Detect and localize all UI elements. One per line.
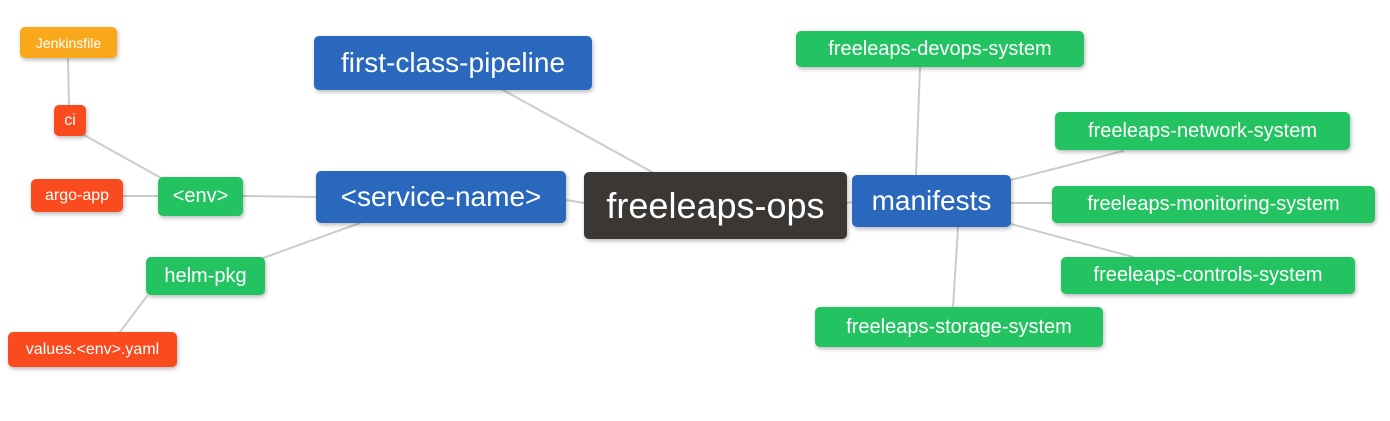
node-label: freeleaps-monitoring-system [1087, 193, 1340, 215]
edge-env-to-service-name [242, 195, 317, 198]
node-label: freeleaps-ops [606, 184, 825, 226]
node-label: values.<env>.yaml [25, 340, 160, 358]
edge-freeleaps-ops-to-manifests [846, 201, 853, 204]
edge-manifests-to-freeleaps-network-system [1010, 150, 1124, 181]
edge-manifests-to-freeleaps-storage-system [952, 226, 959, 308]
node-label: <env> [172, 185, 229, 207]
edge-values-env-yaml-to-helm-pkg [119, 295, 148, 333]
node-label: freeleaps-storage-system [846, 315, 1072, 338]
mindmap-node-ci[interactable]: ci [54, 105, 86, 136]
edge-manifests-to-freeleaps-controls-system [1010, 223, 1134, 258]
mindmap-node-freeleaps-ops[interactable]: freeleaps-ops [584, 172, 847, 239]
mindmap-node-freeleaps-network-system[interactable]: freeleaps-network-system [1055, 112, 1350, 150]
mindmap-node-freeleaps-storage-system[interactable]: freeleaps-storage-system [815, 307, 1103, 347]
mindmap-node-freeleaps-devops-system[interactable]: freeleaps-devops-system [796, 31, 1084, 67]
mindmap-node-first-class-pipeline[interactable]: first-class-pipeline [314, 36, 592, 90]
node-label: argo-app [44, 186, 110, 204]
node-label: helm-pkg [164, 264, 247, 287]
node-label: Jenkinsfile [35, 34, 102, 51]
mindmap-node-jenkinsfile[interactable]: Jenkinsfile [20, 27, 117, 58]
edge-helm-pkg-to-service-name [262, 222, 361, 259]
edge-first-class-pipeline-to-freeleaps-ops [502, 89, 653, 173]
edge-ci-to-env [83, 134, 162, 179]
mindmap-node-manifests[interactable]: manifests [852, 175, 1011, 227]
mindmap-node-values-env-yaml[interactable]: values.<env>.yaml [8, 332, 177, 367]
edge-manifests-to-freeleaps-devops-system [915, 66, 921, 176]
node-label: first-class-pipeline [340, 47, 566, 78]
node-label: freeleaps-devops-system [828, 37, 1052, 60]
mindmap-node-freeleaps-controls-system[interactable]: freeleaps-controls-system [1061, 257, 1355, 294]
node-label: <service-name> [340, 181, 542, 212]
edge-service-name-to-freeleaps-ops [565, 199, 585, 204]
node-label: freeleaps-controls-system [1093, 264, 1323, 286]
mindmap-node-service-name[interactable]: <service-name> [316, 171, 566, 223]
node-label: freeleaps-network-system [1088, 119, 1317, 142]
mindmap-node-env[interactable]: <env> [158, 177, 243, 216]
node-label: manifests [871, 185, 992, 216]
mindmap-node-freeleaps-monitoring-system[interactable]: freeleaps-monitoring-system [1052, 186, 1375, 223]
node-label: ci [64, 111, 76, 129]
mindmap-node-argo-app[interactable]: argo-app [31, 179, 123, 212]
edge-jenkinsfile-to-ci [67, 57, 70, 106]
mindmap-node-helm-pkg[interactable]: helm-pkg [146, 257, 265, 295]
